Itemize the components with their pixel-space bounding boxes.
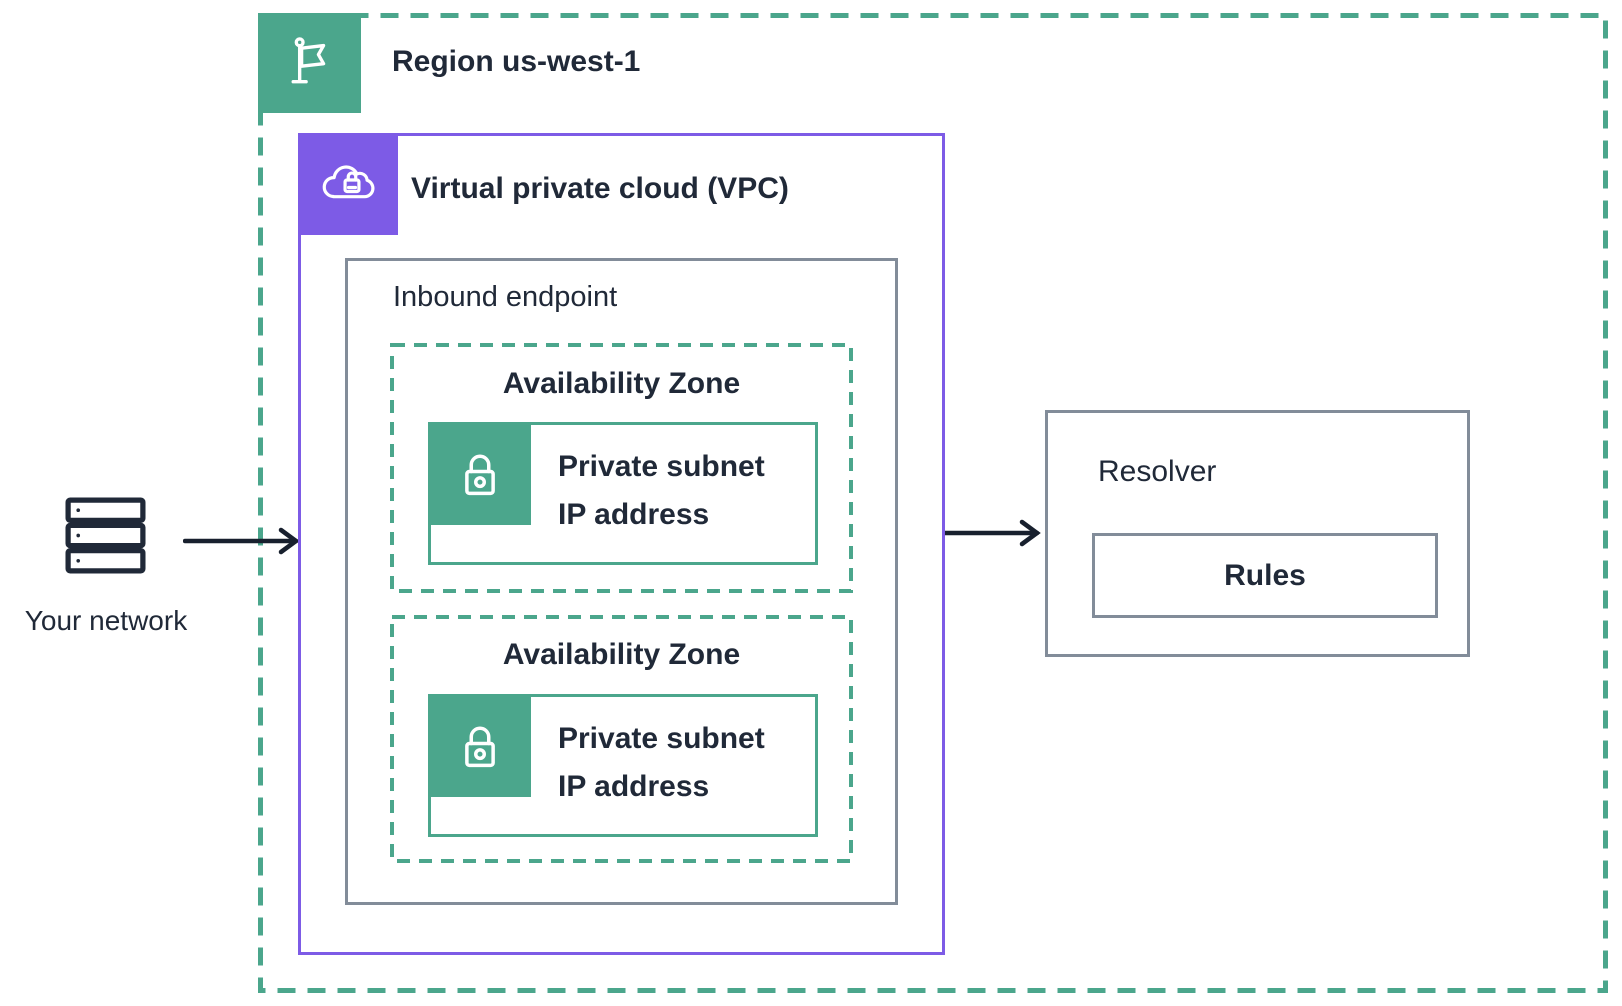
subnet-2-label-line1: Private subnet (558, 722, 765, 755)
subnet-2-label: Private subnet IP address (558, 715, 765, 811)
resolver-label: Resolver (1098, 455, 1217, 488)
inbound-endpoint-label: Inbound endpoint (393, 281, 618, 313)
private-subnet-box-1: Private subnet IP address (428, 422, 818, 565)
rules-box: Rules (1092, 533, 1438, 618)
rules-label: Rules (1224, 558, 1306, 592)
resolver-box: Resolver Rules (1045, 410, 1470, 657)
lock-icon (464, 726, 495, 767)
subnet-1-icon-square (428, 422, 531, 525)
availability-zone-1-boundary (390, 343, 853, 593)
subnet-1-label-line2: IP address (558, 498, 710, 531)
availability-zone-2-boundary (390, 615, 853, 863)
availability-zone-1-label: Availability Zone (502, 367, 741, 400)
subnet-1-label: Private subnet IP address (558, 443, 765, 539)
availability-zone-2-label: Availability Zone (502, 638, 741, 671)
subnet-2-label-line2: IP address (558, 770, 710, 803)
arrow-network-to-vpc (183, 527, 300, 555)
subnet-2-icon-square (428, 694, 531, 797)
region-icon-square (258, 13, 361, 113)
cloud-lock-icon (322, 165, 375, 199)
vpc-label: Virtual private cloud (VPC) (411, 172, 789, 205)
region-boundary (258, 13, 1608, 993)
flag-icon (291, 37, 325, 84)
vpc-icon-square (298, 133, 398, 235)
subnet-1-label-line1: Private subnet (558, 450, 765, 483)
your-network-label: Your network (24, 605, 188, 636)
region-label: Region us-west-1 (392, 45, 641, 78)
inbound-endpoint-box: Inbound endpoint Availability Zone Priva… (345, 258, 898, 905)
private-subnet-box-2: Private subnet IP address (428, 694, 818, 837)
arrow-vpc-to-resolver (943, 519, 1041, 547)
vpc-box: Virtual private cloud (VPC) Inbound endp… (298, 133, 945, 955)
lock-icon (464, 454, 495, 495)
server-stack-icon (65, 497, 146, 574)
